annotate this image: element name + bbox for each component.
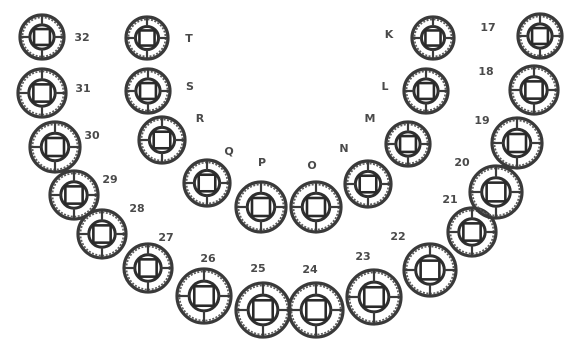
tooth-occlusal-square — [199, 175, 216, 192]
tooth-occlusal-square — [33, 84, 50, 101]
permanent-tooth: 30 — [30, 122, 100, 172]
tooth-occlusal-square — [532, 28, 548, 44]
tooth-occlusal-square — [425, 30, 440, 45]
tooth-occlusal-square — [418, 83, 434, 99]
tooth-occlusal-square — [46, 138, 64, 156]
tooth-occlusal-square — [65, 186, 82, 203]
permanent-tooth: 19 — [474, 114, 542, 168]
tooth-number-label: M — [365, 112, 376, 125]
primary-tooth: P — [236, 156, 286, 232]
tooth-number-label: 20 — [454, 156, 470, 169]
primary-tooth: Q — [184, 145, 234, 206]
permanent-tooth: 31 — [18, 69, 91, 117]
permanent-tooth: 27 — [124, 231, 174, 292]
tooth-occlusal-square — [525, 81, 542, 98]
tooth-occlusal-square — [306, 300, 325, 319]
tooth-number-label: P — [258, 156, 266, 169]
tooth-occlusal-square — [364, 287, 383, 306]
primary-tooth: R — [139, 112, 205, 163]
tooth-number-label: N — [339, 142, 348, 155]
tooth-number-label: 31 — [75, 82, 90, 95]
primary-tooth: N — [339, 142, 391, 207]
tooth-occlusal-square — [307, 198, 325, 216]
tooth-occlusal-square — [487, 183, 506, 202]
tooth-number-label: R — [196, 112, 205, 125]
tooth-number-label: K — [385, 28, 394, 41]
tooth-occlusal-square — [194, 286, 213, 305]
tooth-number-label: O — [307, 159, 316, 172]
permanent-tooth: 23 — [347, 250, 401, 324]
tooth-occlusal-square — [421, 261, 440, 280]
primary-tooth: O — [291, 159, 341, 232]
tooth-occlusal-square — [463, 223, 480, 240]
permanent-tooth: 18 — [478, 65, 558, 114]
permanent-tooth: 17 — [480, 14, 562, 58]
tooth-occlusal-square — [253, 300, 272, 319]
primary-tooth: S — [126, 69, 194, 113]
tooth-occlusal-square — [508, 134, 526, 152]
tooth-number-label: 25 — [250, 262, 265, 275]
tooth-occlusal-square — [400, 136, 416, 152]
tooth-occlusal-square — [252, 198, 270, 216]
tooth-number-label: L — [381, 80, 388, 93]
permanent-arch: 32 31 30 29 28 27 26 25 24 23 22 21 20 19 18 17 — [18, 14, 562, 337]
tooth-number-label: 29 — [102, 173, 117, 186]
tooth-occlusal-square — [139, 259, 156, 276]
tooth-number-label: 24 — [302, 263, 318, 276]
primary-tooth: T — [126, 17, 193, 59]
tooth-occlusal-square — [154, 132, 171, 149]
tooth-occlusal-square — [139, 30, 154, 45]
tooth-occlusal-square — [93, 225, 110, 242]
tooth-number-label: 32 — [74, 31, 89, 44]
tooth-number-label: S — [186, 80, 194, 93]
tooth-number-label: 18 — [478, 65, 493, 78]
tooth-number-label: Q — [224, 145, 233, 158]
tooth-number-label: 21 — [442, 193, 457, 206]
tooth-number-label: 17 — [480, 21, 495, 34]
tooth-occlusal-square — [140, 83, 156, 99]
primary-tooth: L — [381, 69, 448, 113]
tooth-number-label: 27 — [158, 231, 173, 244]
permanent-tooth: 26 — [177, 252, 231, 323]
permanent-tooth: 32 — [20, 15, 90, 59]
tooth-number-label: 22 — [390, 230, 405, 243]
primary-tooth: M — [365, 112, 430, 166]
tooth-occlusal-square — [34, 29, 50, 45]
tooth-number-label: T — [185, 32, 193, 45]
tooth-number-label: 26 — [200, 252, 216, 265]
permanent-tooth: 24 — [289, 263, 343, 337]
primary-arch: T S R Q P O N M L K — [126, 17, 454, 232]
tooth-number-label: 30 — [84, 129, 100, 142]
permanent-tooth: 25 — [236, 262, 290, 337]
primary-tooth: K — [385, 17, 454, 59]
tooth-number-label: 23 — [355, 250, 370, 263]
tooth-number-label: 28 — [129, 202, 144, 215]
tooth-occlusal-square — [360, 176, 377, 193]
tooth-number-label: 19 — [474, 114, 489, 127]
